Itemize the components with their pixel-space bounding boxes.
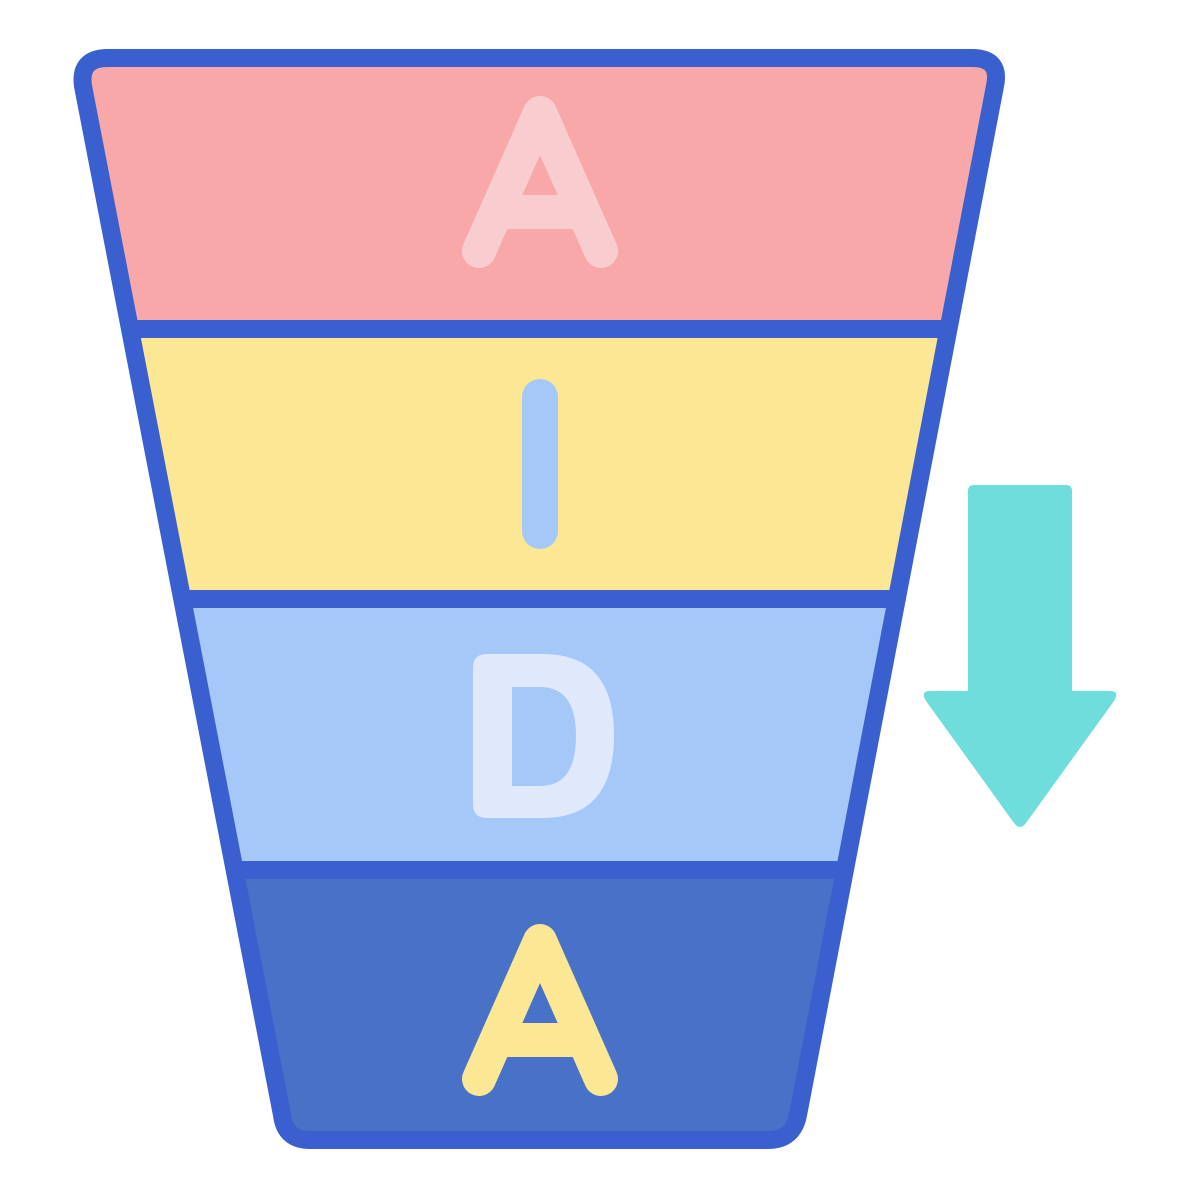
arrow-down-icon: [923, 485, 1117, 827]
funnel-band-3: [183, 599, 896, 870]
funnel-outline: [73, 49, 1005, 1149]
funnel-stage-1: [82, 58, 997, 329]
funnel-stage-4: [237, 870, 845, 1140]
funnel-letter-1: [462, 96, 618, 268]
funnel-stage-3: [183, 599, 896, 870]
funnel-letter-3: [473, 654, 614, 818]
funnel-band-1: [82, 58, 997, 329]
funnel-border: [73, 49, 1005, 1149]
funnel-band-4: [237, 870, 845, 1140]
funnel-letter-4: [462, 924, 618, 1096]
funnel-stage-2: [130, 329, 947, 599]
